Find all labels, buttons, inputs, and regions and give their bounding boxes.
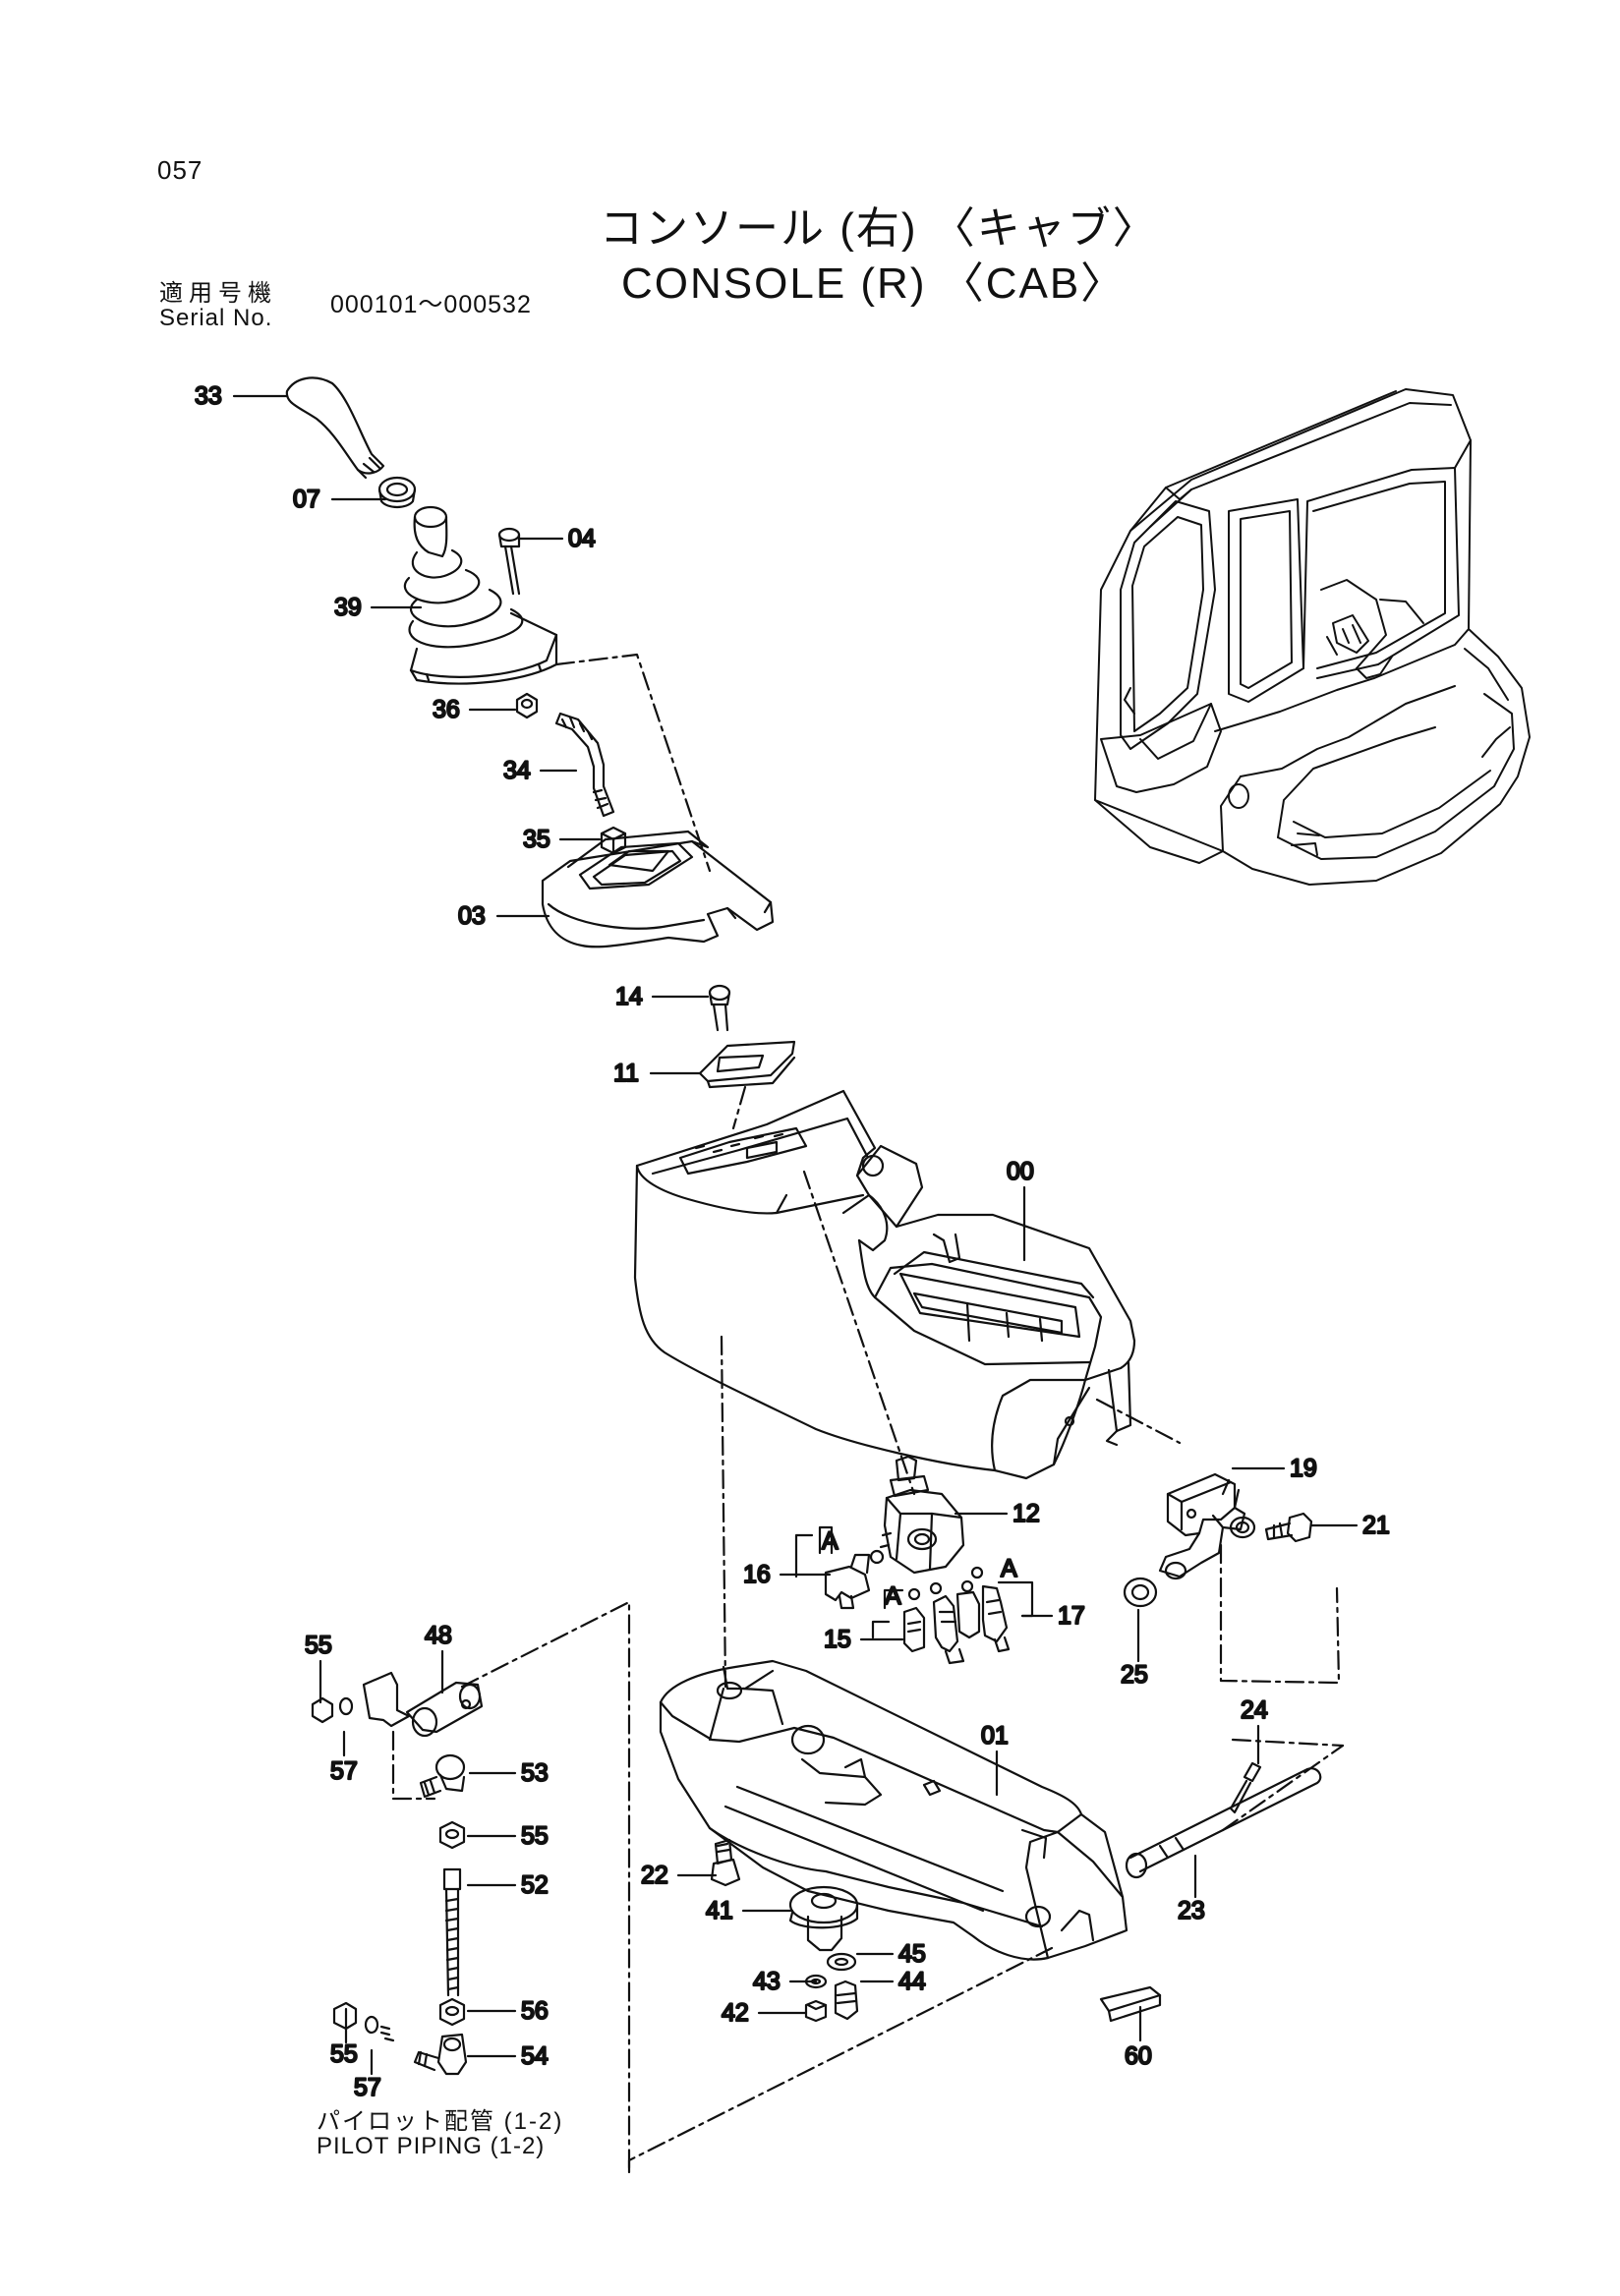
bracket-48	[362, 1671, 484, 1738]
part-label-23: 23	[1178, 1897, 1205, 1924]
bolt-42	[804, 1999, 828, 2023]
nut-36	[515, 692, 539, 719]
part-label-00: 00	[1007, 1158, 1034, 1185]
part-label-15: 15	[824, 1626, 851, 1653]
part-label-35: 35	[523, 826, 550, 853]
washer-25	[1123, 1577, 1158, 1608]
serial-label-english: Serial No.	[159, 305, 273, 331]
assembly-line-console-bracket	[720, 1335, 1182, 1689]
group-marker-a-17: A	[1001, 1555, 1017, 1582]
part-label-43: 43	[753, 1968, 781, 1995]
rubber-boot	[403, 505, 558, 685]
plate-11	[698, 1040, 796, 1089]
part-label-19: 19	[1290, 1455, 1317, 1482]
part-label-14: 14	[615, 983, 643, 1010]
nut-55-mid	[438, 1820, 466, 1850]
part-label-01: 01	[981, 1722, 1009, 1750]
part-label-53: 53	[521, 1759, 549, 1787]
serial-label-japanese: 適用号機	[159, 280, 277, 307]
pilot-piping-note-english: PILOT PIPING (1-2)	[317, 2133, 546, 2159]
ball-joint-53	[419, 1753, 466, 1799]
title-english: CONSOLE (R) 〈CAB〉	[621, 259, 1127, 308]
serial-range: 000101～000532	[330, 291, 532, 318]
upper-cover	[541, 830, 775, 948]
washer-45	[826, 1952, 857, 1972]
part-label-54: 54	[521, 2042, 549, 2070]
part-label-57-bottom: 57	[354, 2074, 381, 2101]
part-label-57-top: 57	[330, 1757, 358, 1785]
nut-55-bottom	[332, 2001, 358, 2031]
group-brackets: A A A	[794, 1525, 1034, 1639]
pin-24	[1229, 1761, 1262, 1814]
assembly-line-bracket-pipe	[1219, 1543, 1345, 1748]
part-label-39: 39	[334, 594, 362, 621]
part-label-03: 03	[458, 902, 486, 930]
pad-60	[1099, 1985, 1162, 2023]
part-label-11: 11	[613, 1060, 639, 1087]
part-label-56: 56	[521, 1997, 549, 2025]
part-label-60: 60	[1125, 2042, 1152, 2070]
part-label-36: 36	[433, 696, 460, 723]
bracket-19	[1158, 1472, 1256, 1580]
part-label-22: 22	[641, 1862, 668, 1889]
lever-rod	[554, 712, 615, 818]
pipe-23	[1125, 1767, 1322, 1879]
part-label-25: 25	[1121, 1661, 1148, 1689]
fitting-15	[902, 1581, 965, 1665]
part-label-41: 41	[706, 1897, 733, 1924]
pilot-valve	[879, 1455, 965, 1575]
part-label-55-top: 55	[305, 1632, 332, 1659]
part-label-17: 17	[1058, 1602, 1085, 1630]
bolt-14	[708, 984, 731, 1032]
part-label-48: 48	[425, 1622, 452, 1649]
part-label-12: 12	[1012, 1500, 1040, 1527]
fitting-16	[824, 1549, 885, 1610]
washer-57-bottom	[364, 2015, 395, 2042]
bolt-44	[834, 1980, 859, 2021]
ring-nut	[377, 476, 417, 509]
mount-41	[788, 1885, 859, 1952]
group-marker-a-15: A	[885, 1582, 901, 1610]
page-number: 057	[157, 155, 203, 185]
nut-56	[438, 1997, 466, 2027]
part-label-42: 42	[722, 1999, 749, 2027]
part-label-24: 24	[1241, 1696, 1268, 1724]
washer-57-top	[338, 1696, 354, 1716]
part-label-33: 33	[195, 382, 222, 410]
group-marker-a-16: A	[822, 1527, 839, 1555]
part-label-21: 21	[1362, 1512, 1390, 1539]
console-body	[633, 1089, 1136, 1480]
part-label-34: 34	[503, 757, 531, 784]
washer-43	[804, 1974, 828, 1989]
ball-joint-54	[413, 2033, 468, 2076]
cab-inset	[1094, 388, 1531, 886]
threaded-rod-52	[442, 1867, 462, 1997]
part-label-16: 16	[743, 1561, 771, 1588]
nut-55-top	[311, 1696, 334, 1724]
part-label-52: 52	[521, 1871, 549, 1899]
assembly-line-boot	[554, 653, 712, 873]
bolt-21	[1264, 1512, 1313, 1543]
grip-knob	[285, 376, 385, 480]
lower-frame	[659, 1659, 1128, 1961]
title-japanese: コンソール (右) 〈キャブ〉	[600, 204, 1158, 253]
part-label-55-bottom: 55	[330, 2040, 358, 2068]
pilot-piping-note-japanese: パイロット配管 (1-2)	[317, 2108, 564, 2135]
part-labels: 33 07 04 39 36 34 35 03 14 11 00 12 19 2…	[194, 381, 1391, 2102]
part-label-45: 45	[898, 1940, 926, 1968]
assembly-line-plate	[731, 1085, 916, 1496]
fitting-17	[955, 1566, 1011, 1653]
part-label-44: 44	[898, 1968, 926, 1995]
bolt-22	[710, 1838, 741, 1887]
assembly-line-left	[391, 1600, 1345, 2174]
part-label-55-mid: 55	[521, 1822, 549, 1850]
part-label-04: 04	[568, 525, 596, 552]
bolt-04	[497, 527, 521, 596]
part-label-07: 07	[293, 486, 320, 513]
